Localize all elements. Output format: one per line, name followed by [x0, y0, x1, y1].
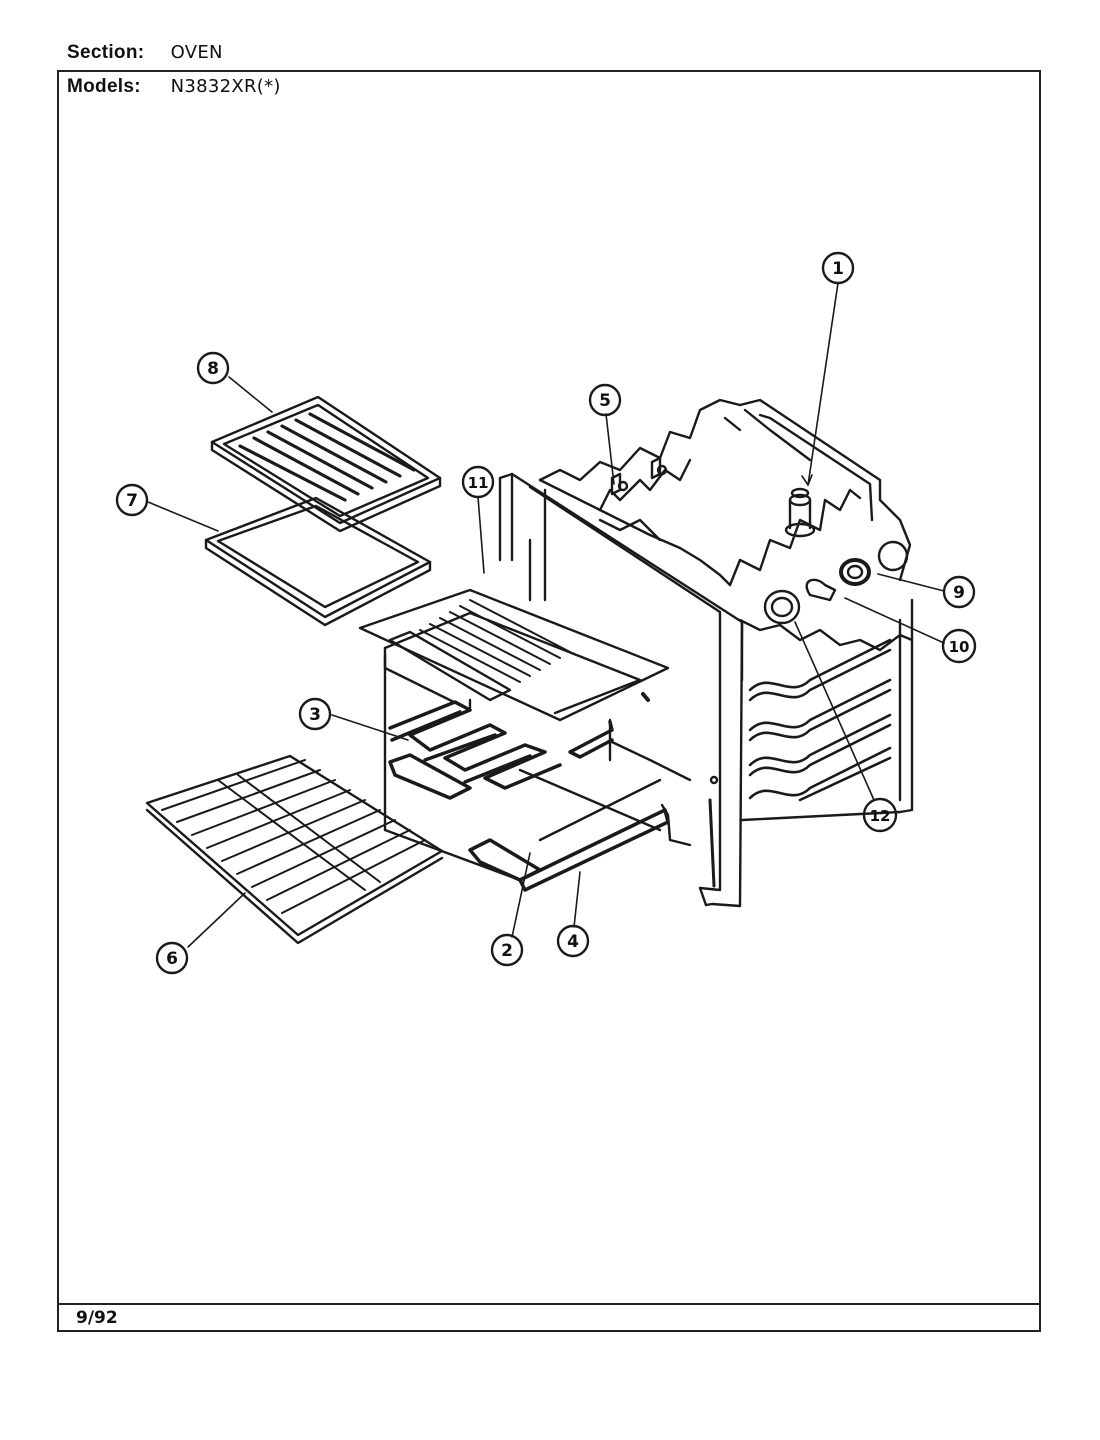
callout-6-label: 6	[166, 949, 178, 969]
section-value: OVEN	[170, 42, 223, 63]
callout-4: 4	[556, 924, 590, 958]
light-bulb	[805, 578, 837, 602]
oven-interior	[383, 740, 692, 882]
callout-7: 7	[115, 483, 149, 517]
callout-8-label: 8	[207, 359, 219, 379]
diagram-frame	[57, 70, 1041, 1332]
callout-2: 2	[490, 933, 524, 967]
broiler-pan	[204, 496, 432, 627]
callout-9: 9	[942, 575, 976, 609]
section-label: Section:	[67, 42, 145, 63]
callout-3-label: 3	[309, 705, 321, 725]
callout-11-label: 11	[468, 474, 489, 492]
section-heading: Section: OVEN	[67, 42, 223, 64]
callout-10-label: 10	[949, 638, 970, 656]
callout-1-label: 1	[832, 259, 844, 279]
side-corrugations	[748, 638, 892, 802]
oven-rack	[145, 754, 444, 945]
callout-10: 10	[941, 628, 977, 664]
top-brackets	[610, 456, 668, 496]
broil-element	[358, 588, 670, 832]
callout-markers: 1 2 3 4 5 6 7 8	[115, 251, 977, 975]
models-label: Models:	[67, 76, 141, 97]
callout-11: 11	[461, 465, 495, 499]
models-value: N3832XR(*)	[170, 76, 281, 97]
callout-leaders	[147, 282, 945, 948]
callout-9-label: 9	[953, 583, 965, 603]
footer-date: 9/92	[76, 1308, 118, 1328]
models-heading: Models: N3832XR(*)	[67, 76, 281, 98]
callout-2-label: 2	[501, 941, 513, 961]
callout-1: 1	[821, 251, 855, 285]
broil-element-coils	[388, 700, 562, 790]
callout-4-label: 4	[567, 932, 579, 952]
callout-5: 5	[588, 383, 622, 417]
callout-12-label: 12	[870, 807, 891, 825]
callout-6: 6	[155, 941, 189, 975]
light-lens	[763, 589, 801, 625]
broiler-pan-insert	[210, 395, 442, 533]
thermostat-fitting	[784, 487, 816, 538]
callout-7-label: 7	[126, 491, 138, 511]
callout-12: 12	[862, 797, 898, 833]
oven-cabinet	[538, 398, 914, 822]
callout-3: 3	[298, 697, 332, 731]
callout-8: 8	[196, 351, 230, 385]
callout-5-label: 5	[599, 391, 611, 411]
footer-divider	[57, 1303, 1041, 1305]
grommet	[839, 540, 909, 586]
